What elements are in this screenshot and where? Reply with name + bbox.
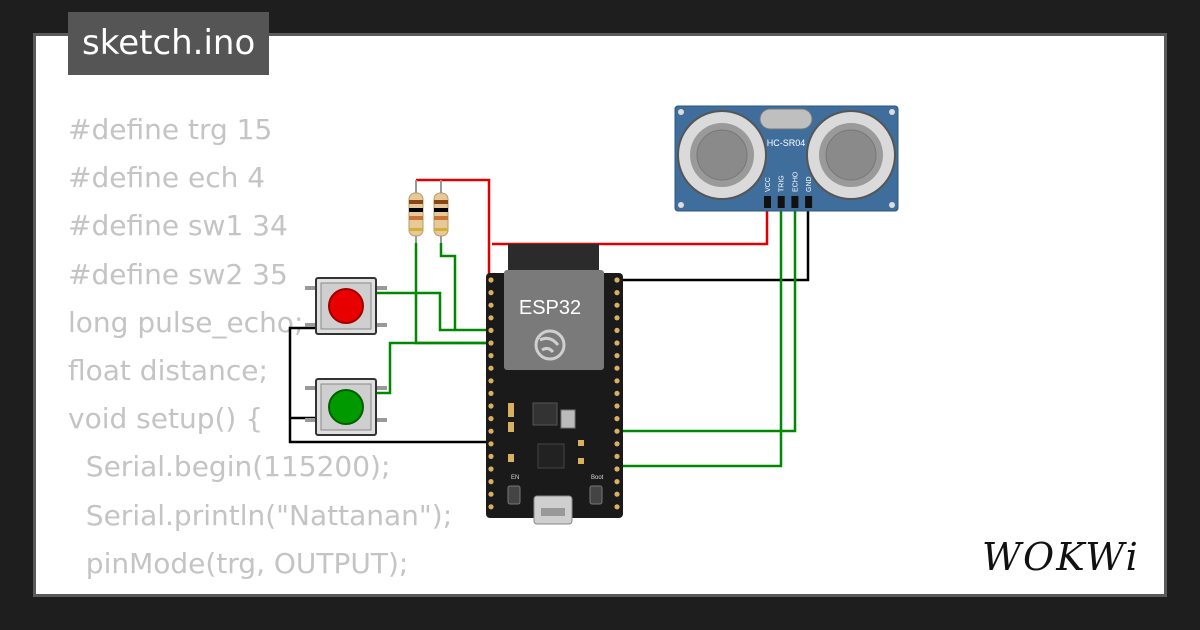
en-button[interactable] — [507, 485, 521, 505]
sensor-pin-label: ECHO — [792, 171, 799, 192]
header-pin[interactable] — [614, 277, 620, 283]
code-line: #define sw2 35 — [68, 257, 288, 291]
wire-sw1 — [375, 291, 492, 332]
header-pin[interactable] — [614, 441, 620, 447]
header-pin[interactable] — [488, 290, 494, 296]
header-pin[interactable] — [488, 504, 494, 510]
wire-gnd-buttons — [288, 326, 491, 444]
header-pin[interactable] — [488, 428, 494, 434]
pushbutton-red[interactable] — [305, 277, 387, 335]
header-pin[interactable] — [614, 428, 620, 434]
sensor-pin[interactable] — [805, 196, 813, 208]
espressif-logo-icon — [534, 329, 566, 361]
resistor-1[interactable] — [408, 180, 424, 243]
ultrasonic-receiver — [806, 110, 896, 200]
header-pin[interactable] — [488, 491, 494, 497]
header-pin[interactable] — [614, 416, 620, 422]
header-pin[interactable] — [614, 340, 620, 346]
header-pin[interactable] — [614, 378, 620, 384]
header-pin[interactable] — [488, 315, 494, 321]
header-pin[interactable] — [614, 290, 620, 296]
hc-sr04-sensor[interactable]: HC-SR04 VCC TRIG ECHO GND — [674, 105, 899, 212]
header-pin[interactable] — [614, 390, 620, 396]
hc-sr04-pins: VCC TRIG ECHO GND — [764, 171, 813, 208]
wire-resistor-power — [416, 178, 491, 280]
sensor-pin-label: TRIG — [779, 175, 786, 192]
wire-echo — [612, 205, 797, 433]
boot-button[interactable] — [589, 485, 603, 505]
resistor-2[interactable] — [433, 180, 449, 243]
header-pin[interactable] — [614, 504, 620, 510]
wire-trig-signal — [612, 205, 783, 468]
esp32-board[interactable]: ESP32 Boot EN — [486, 244, 623, 525]
sensor-pin-label: GND — [806, 176, 813, 192]
header-pin[interactable] — [488, 277, 494, 283]
sensor-pin-label: VCC — [765, 177, 772, 192]
header-pin[interactable] — [488, 479, 494, 485]
code-line: Serial.println("Nattanan"); — [68, 498, 453, 532]
header-pin[interactable] — [614, 403, 620, 409]
sensor-pin[interactable] — [791, 196, 799, 208]
code-line: float distance; — [68, 353, 268, 387]
header-pin[interactable] — [488, 390, 494, 396]
wire-sw2 — [375, 341, 492, 395]
header-pin[interactable] — [614, 453, 620, 459]
code-line: void setup() { — [68, 402, 264, 436]
esp32-label: ESP32 — [519, 297, 581, 319]
code-line: Serial.begin(115200); — [68, 450, 391, 484]
header-pin[interactable] — [488, 365, 494, 371]
header-pin[interactable] — [488, 453, 494, 459]
green-button-cap[interactable] — [328, 389, 364, 425]
esp32-module-shield — [504, 270, 604, 370]
header-pin[interactable] — [488, 327, 494, 333]
ultrasonic-transmitter — [677, 110, 767, 200]
header-pin[interactable] — [488, 403, 494, 409]
boot-label: Boot — [591, 475, 604, 481]
header-pin[interactable] — [614, 315, 620, 321]
file-tab[interactable]: sketch.ino — [68, 12, 270, 75]
wokwi-logo-text: WOKWi — [982, 535, 1140, 578]
code-line: long pulse_echo; — [68, 305, 304, 339]
pushbutton-green[interactable] — [305, 378, 387, 436]
header-pin[interactable] — [614, 479, 620, 485]
header-pin[interactable] — [614, 491, 620, 497]
red-button-cap[interactable] — [328, 288, 364, 324]
en-label: EN — [511, 475, 519, 481]
header-pin[interactable] — [614, 327, 620, 333]
header-pin[interactable] — [614, 365, 620, 371]
hc-sr04-label: HC-SR04 — [767, 138, 806, 148]
esp32-right-pins — [614, 277, 620, 510]
header-pin[interactable] — [488, 416, 494, 422]
code-preview: #define trg 15 #define ech 4 #define sw1 3… — [68, 106, 453, 594]
header-pin[interactable] — [488, 378, 494, 384]
wokwi-logo: WOKWi — [982, 535, 1140, 578]
header-pin[interactable] — [614, 353, 620, 359]
code-line: #define trg 15 — [68, 113, 273, 146]
wire-pullup-2 — [439, 243, 457, 330]
code-line: #define sw1 34 — [68, 209, 288, 243]
file-tab-title: sketch.ino — [82, 23, 256, 63]
header-pin[interactable] — [488, 466, 494, 472]
header-pin[interactable] — [614, 466, 620, 472]
header-pin[interactable] — [614, 302, 620, 308]
wire-gnd-sensor — [622, 205, 810, 282]
code-line: pinMode(trg, OUTPUT); — [68, 546, 409, 580]
sensor-pin[interactable] — [777, 196, 785, 208]
header-pin[interactable] — [488, 353, 494, 359]
header-pin[interactable] — [488, 302, 494, 308]
code-line: #define ech 4 — [68, 161, 266, 195]
wires — [288, 178, 810, 468]
wire-pullup-1 — [414, 243, 492, 345]
sensor-pin[interactable] — [764, 196, 771, 208]
header-pin[interactable] — [488, 340, 494, 346]
esp32-left-pins — [488, 277, 494, 510]
header-pin[interactable] — [488, 441, 494, 447]
